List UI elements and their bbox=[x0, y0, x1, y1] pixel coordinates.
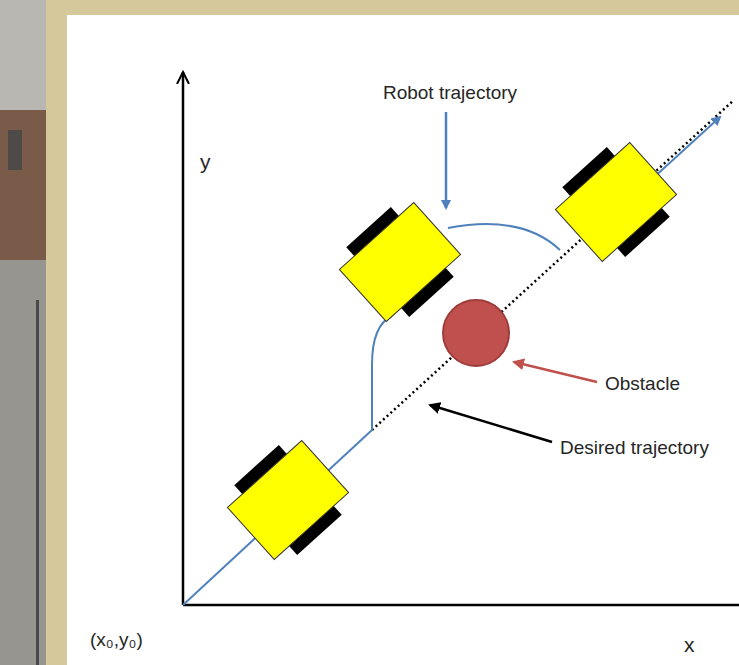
panel bbox=[67, 15, 739, 665]
axis-label: y bbox=[200, 149, 211, 174]
leader-arrow bbox=[514, 362, 597, 382]
callout-label: Desired trajectory bbox=[560, 437, 709, 460]
photo-window bbox=[8, 130, 22, 170]
robot-path bbox=[372, 316, 392, 430]
x-axis bbox=[183, 604, 739, 607]
robot bbox=[219, 432, 356, 569]
origin-label: (x₀,y₀) bbox=[90, 629, 143, 652]
robot bbox=[547, 134, 684, 271]
robot-path bbox=[448, 224, 560, 250]
photo-sky bbox=[0, 0, 46, 110]
axis-label: x bbox=[684, 632, 695, 657]
obstacle-circle bbox=[443, 300, 509, 366]
robot-path bbox=[183, 430, 372, 605]
callout-label: Obstacle bbox=[605, 373, 680, 396]
photo-building bbox=[0, 110, 46, 260]
photo-pole bbox=[36, 300, 39, 665]
photo-strip bbox=[0, 0, 46, 665]
photo-ground bbox=[0, 260, 46, 665]
y-axis bbox=[182, 72, 185, 605]
robot bbox=[331, 194, 468, 331]
leader-arrow bbox=[430, 405, 552, 442]
callout-label: Robot trajectory bbox=[383, 82, 517, 105]
leader-arrow bbox=[445, 112, 448, 208]
